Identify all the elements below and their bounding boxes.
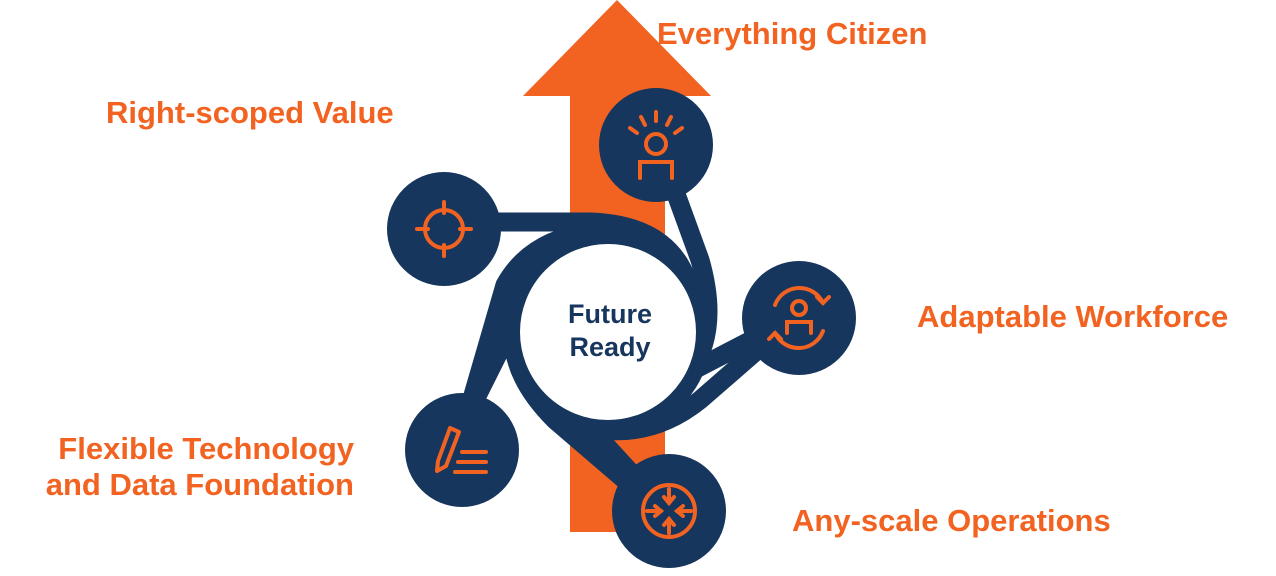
- worker-cycle-icon: [767, 285, 831, 351]
- center-label: Future Ready: [530, 298, 690, 364]
- citizen-spotlight-icon: [628, 110, 684, 180]
- label-flexible-technology: Flexible Technology and Data Foundation: [2, 431, 354, 503]
- target-crosshair-icon: [415, 200, 473, 258]
- center-circle: [504, 228, 712, 436]
- node-right-scoped-value: [387, 172, 501, 286]
- label-right-scoped-value: Right-scoped Value: [106, 95, 394, 130]
- pencil-list-icon: [435, 426, 488, 474]
- scale-arrows-icon: [641, 483, 697, 539]
- node-everything-citizen: [599, 88, 713, 202]
- node-flexible-technology: [405, 393, 519, 507]
- node-adaptable-workforce: [742, 261, 856, 375]
- label-flexible-technology-line2: and Data Foundation: [45, 467, 354, 502]
- center-label-line1: Future: [568, 299, 652, 329]
- node-any-scale-operations: [612, 454, 726, 568]
- center-label-line2: Ready: [569, 332, 651, 362]
- label-everything-citizen: Everything Citizen: [657, 16, 928, 51]
- label-flexible-technology-line1: Flexible Technology: [58, 431, 354, 466]
- label-adaptable-workforce: Adaptable Workforce: [917, 299, 1229, 334]
- label-any-scale-operations: Any-scale Operations: [792, 503, 1111, 538]
